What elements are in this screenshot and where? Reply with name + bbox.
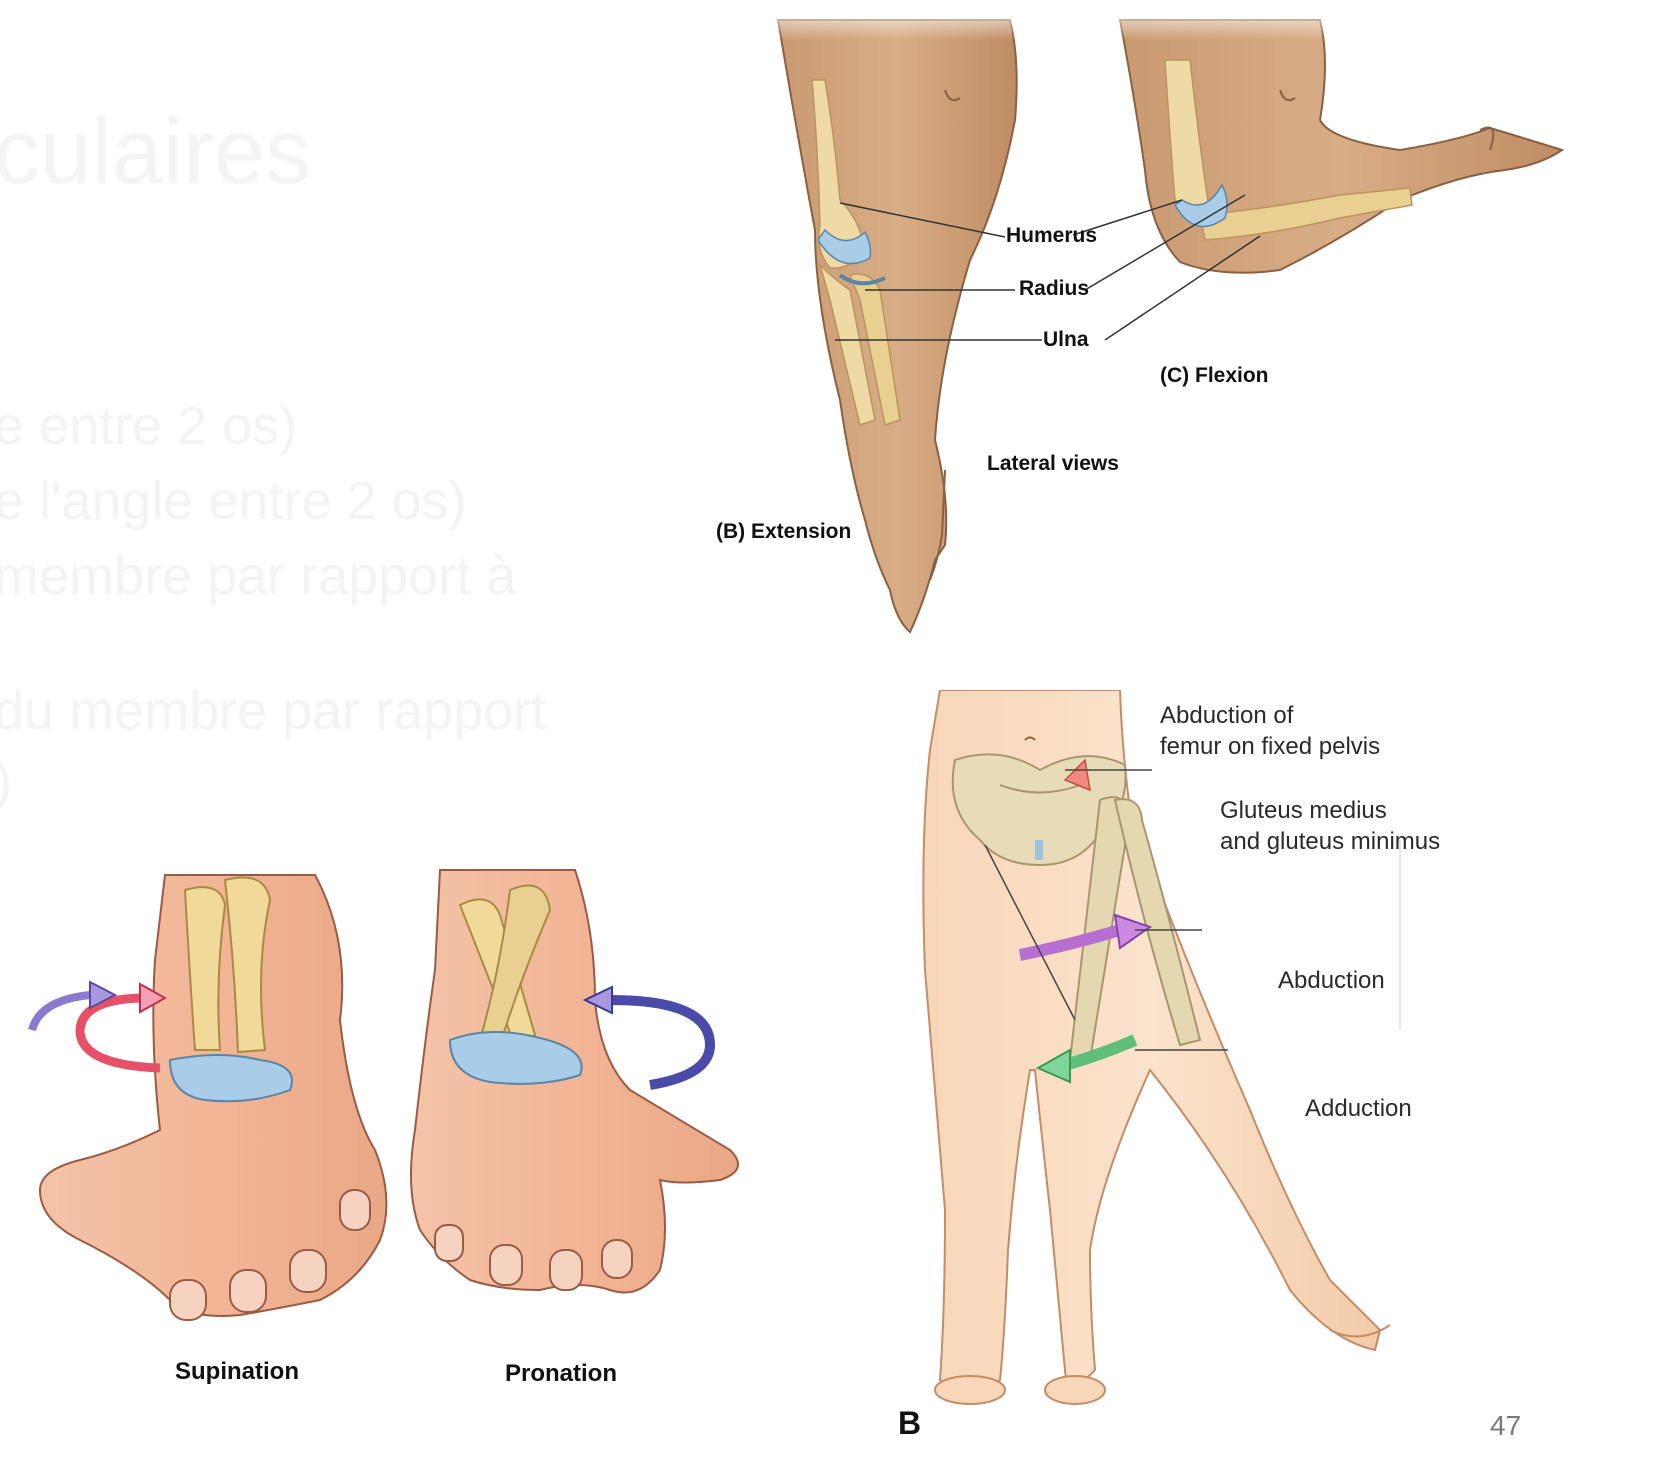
background-text-line: e entre 2 os) [0, 396, 298, 456]
pronation-carpals [448, 1031, 583, 1085]
abduction-label: Abduction [1278, 967, 1385, 994]
pronation-arrow [609, 995, 716, 1090]
adduction-label: Adduction [1305, 1095, 1412, 1122]
lateral-views-caption: Lateral views [987, 452, 1119, 475]
adduction-arrow [1063, 1034, 1138, 1071]
pronation-caption: Pronation [505, 1360, 617, 1387]
abduction-title-line2: femur on fixed pelvis [1160, 733, 1381, 760]
supination-caption: Supination [175, 1358, 299, 1385]
cartilage-extension [817, 228, 872, 265]
humerus-label: Humerus [1006, 224, 1098, 247]
elbow-drawing [700, 0, 1656, 634]
pronation-ulna [478, 884, 552, 1047]
radius-bone-extension [818, 262, 876, 426]
femur-abducted [1113, 798, 1202, 1047]
supination-radius [183, 886, 227, 1051]
supination-carpals [168, 1054, 293, 1103]
background-text-line: ) [0, 750, 12, 812]
hip-drawing [922, 690, 1401, 1405]
page-number: 47 [1490, 1410, 1522, 1441]
extension-caption: (B) Extension [716, 520, 852, 543]
background-text-line: membre par rapport à [0, 546, 517, 606]
supination-arrow-pink [75, 993, 161, 1073]
forearm-drawing [28, 869, 739, 1321]
gluteus-label-line2: and gluteus minimus [1220, 828, 1441, 855]
hip-abduction-illustration [890, 690, 1500, 1430]
supination-arrow-purple [28, 991, 91, 1032]
flexed-arm [1118, 19, 1565, 274]
abduction-title-line1: Abduction of [1160, 702, 1294, 729]
forearm-rotation-illustration [20, 860, 790, 1340]
forearm-bones-flexion [1199, 187, 1413, 241]
ulna-label: Ulna [1043, 328, 1089, 351]
supination-ulna [223, 876, 272, 1054]
background-text-line: e l'angle entre 2 os) [0, 471, 467, 531]
panel-letter-b: B [898, 1405, 922, 1441]
abduction-arrow [1018, 924, 1122, 961]
gluteus-label-line1: Gluteus medius [1220, 797, 1387, 824]
cartilage-flexion [1174, 183, 1228, 228]
radius-label: Radius [1019, 277, 1090, 300]
background-text-line: du membre par rapport [0, 681, 547, 741]
flexion-caption: (C) Flexion [1160, 364, 1269, 387]
background-slide-title: culaires [0, 101, 312, 203]
humerus-bone-extension [811, 79, 866, 269]
elbow-illustration [700, 0, 1656, 640]
